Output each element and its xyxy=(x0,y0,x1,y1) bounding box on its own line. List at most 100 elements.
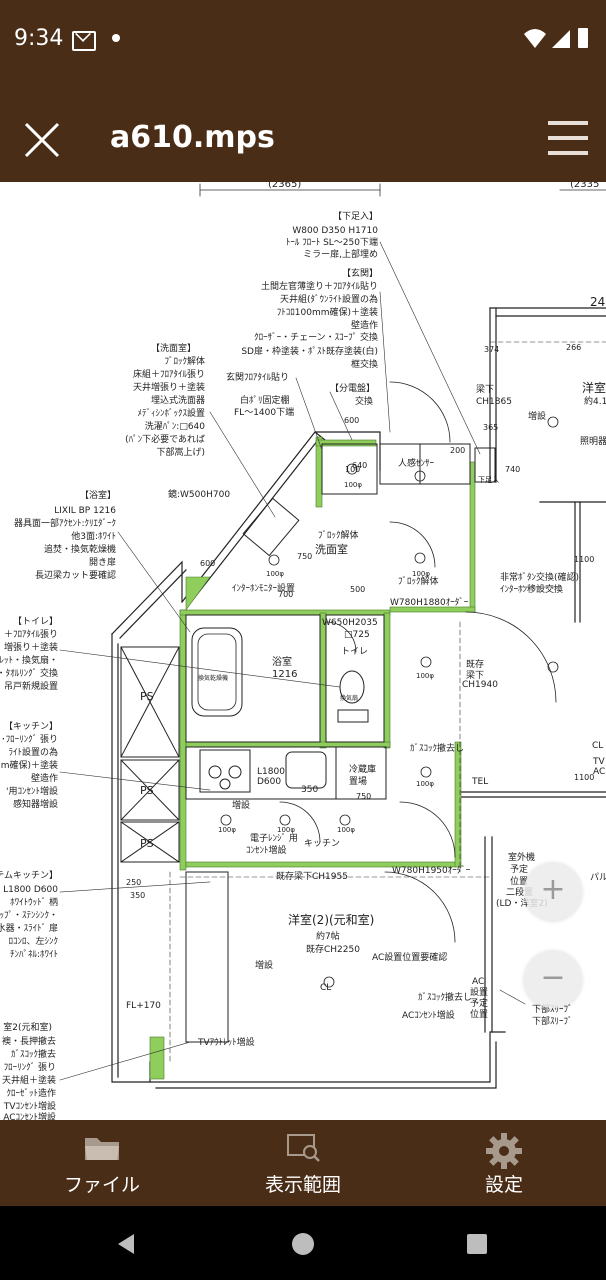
label-cl: CL xyxy=(592,741,603,751)
zoom-out-button[interactable]: − xyxy=(524,950,582,1008)
dl-8: 100φ xyxy=(337,826,355,834)
note-toilet-3: ｼｭﾚｯﾄ・換気扇・ xyxy=(0,654,58,666)
dim-500: 500 xyxy=(350,585,365,594)
label-zosetsu: 増設 xyxy=(255,959,273,971)
note-toilet-1: ＋ﾌﾛｱﾀｲﾙ張り xyxy=(4,629,58,640)
room-yoku: 浴室 xyxy=(272,655,292,668)
note-kitchen-1: ･ﾌﾛｰﾘﾝｸﾞ 張り xyxy=(1,734,58,745)
label-kison-1: 梁下 xyxy=(466,669,484,681)
label-beam-1: CH1865 xyxy=(476,397,512,407)
label-ac-setti: AC設置位置要確認 xyxy=(372,951,447,963)
floor-plan-viewer[interactable]: (2365) (2335 24 PS PS P xyxy=(0,182,606,1120)
note-senmen-2: 床組＋ﾌﾛｱﾀｲﾙ張り xyxy=(133,368,205,380)
zoom-in-button[interactable]: + xyxy=(524,862,582,920)
note-sys-3: ｯﾌﾟ・ｽﾃﾝｼﾝｸ・ xyxy=(0,910,58,921)
label-interphone: ｲﾝﾀｰﾎﾝﾓﾆﾀｰ設置 xyxy=(232,582,295,594)
dl-4: 100φ xyxy=(416,780,434,788)
status-bar: 9:34 xyxy=(0,0,606,80)
note-sys-2: ﾎﾜｲﾄｳｯﾄﾞ 柄 xyxy=(10,896,58,908)
notification-dot-icon xyxy=(112,34,120,42)
room-toire: トイレ xyxy=(341,647,368,657)
recents-icon[interactable] xyxy=(466,1233,488,1255)
label-l1800: L1800 xyxy=(257,767,285,777)
note-genkan-7: 框交換 xyxy=(351,358,378,370)
label-jinkan: 人感ｾﾝｻｰ xyxy=(398,457,435,469)
dim-350: 350 xyxy=(130,891,145,900)
note-kitchen-2: ﾗｲﾄ設置の為 xyxy=(8,746,58,758)
view-range-icon xyxy=(287,1134,320,1162)
dim-600: 600 xyxy=(344,416,359,425)
note-bunden-1: 交換 xyxy=(355,395,373,407)
note-genkan-3: ﾌﾄｺﾛ100mm確保)＋塗装 xyxy=(277,306,378,318)
room-yo2-size: 約7帖 xyxy=(316,930,340,942)
note-genkan-0: 【玄関】 xyxy=(342,267,378,279)
gear-icon xyxy=(486,1133,522,1169)
note-senmen-4: 埋込式洗面器 xyxy=(151,394,205,406)
note-yo2-6: TVｺﾝｾﾝﾄ増設 xyxy=(3,1100,56,1112)
tab-view-range-label: 表示範囲 xyxy=(264,1174,341,1196)
label-w650: W650H2035 xyxy=(322,618,378,628)
home-icon[interactable] xyxy=(291,1232,315,1256)
dim-top-left: (2365) xyxy=(268,182,301,190)
note-yoku-4: 追焚・換気乾燥機 xyxy=(44,543,116,555)
label-w650-sub: □725 xyxy=(344,630,370,640)
note-yo2-0: 室2(元和室) xyxy=(3,1021,52,1033)
note-senmen-1: ﾌﾞﾛｯｸ解体 xyxy=(164,355,205,367)
note-ashimoto-1: W800 D350 H1710 xyxy=(292,226,378,236)
label-beam-0: 梁下 xyxy=(476,383,494,395)
label-kison-0: 既存 xyxy=(466,658,484,670)
label-buro2: ﾌﾞﾛｯｸ解体 xyxy=(398,575,439,587)
note-shiro-0: 白ﾎﾟﾘ固定棚 xyxy=(240,394,290,406)
dim-100: 100 xyxy=(345,465,360,474)
room-reizo-2: 置場 xyxy=(349,775,367,787)
wifi-icon xyxy=(524,29,546,48)
note-yo2-4: 天井組＋塗装 xyxy=(2,1074,56,1086)
dl-6: 100φ xyxy=(218,826,236,834)
note-senmen-0: 【洗面室】 xyxy=(151,342,196,354)
label-shitsugai-2: 位置 xyxy=(510,875,528,887)
back-icon[interactable] xyxy=(114,1232,138,1256)
dim-24: 24 xyxy=(590,295,605,309)
dim-640: 640 xyxy=(352,461,367,470)
note-senmen-6: 洗濯ﾊﾟﾝ:□640 xyxy=(145,420,205,432)
ps-label-2: PS xyxy=(140,784,154,797)
label-d600: D600 xyxy=(257,777,281,787)
room-reizo: 冷蔵庫 xyxy=(349,763,376,775)
note-toilet-5: 吊戸新規設置 xyxy=(4,680,58,692)
label-ac-con: ACｺﾝｾﾝﾄ増設 xyxy=(402,1009,455,1021)
note-genkan-2: 天井組(ﾀﾞｳﾝﾗｲﾄ設置の為 xyxy=(280,293,378,305)
tab-file[interactable]: ファイル xyxy=(12,1120,192,1206)
note-sys-4: 水器・ｽﾗｲﾄﾞ 扉 xyxy=(0,922,58,934)
label-kabu-1: 下部ｽﾘｰﾌﾞ xyxy=(532,1015,573,1027)
dl-3: 100φ xyxy=(416,672,434,680)
room-yo2-ch: 既存CH2250 xyxy=(306,943,360,955)
note-ashimoto-2: ﾄｰﾙ ﾌﾛｰﾄ SL〜250下端 xyxy=(286,236,378,248)
tab-settings[interactable]: 設定 xyxy=(414,1120,594,1206)
label-gas2: ｶﾞｽｺｯｸ撤去し xyxy=(418,991,472,1003)
dim-374: 374 xyxy=(484,345,499,354)
note-yo2-1: 襖・長押撤去 xyxy=(2,1035,56,1047)
tab-settings-label: 設定 xyxy=(484,1174,523,1196)
note-senmen-8: 下部嵩上げ) xyxy=(156,446,205,458)
label-tv-ac-1: AC xyxy=(593,767,605,777)
close-icon[interactable] xyxy=(20,118,64,162)
label-acpos-1: 設置 xyxy=(470,986,488,998)
note-sys-6: ﾁﾝﾊﾟﾈﾙ:ﾎﾜｲﾄ xyxy=(10,949,58,960)
note-yoku-2: 器具面一部ｱｸｾﾝﾄ:ｸﾘｴﾀﾞｰｸ xyxy=(14,517,116,529)
label-shoto: 照明器 xyxy=(580,436,606,447)
note-ashimoto-0: 【下足入】 xyxy=(333,211,378,222)
label-kisonhari: 既存梁下CH1955 xyxy=(276,870,348,882)
note-sys-0: 【システムキッチン】 xyxy=(0,870,58,881)
label-tel: TEL xyxy=(471,777,488,787)
menu-icon[interactable] xyxy=(548,118,588,158)
ps-label-3: PS xyxy=(140,837,154,850)
mail-icon xyxy=(72,31,96,51)
note-genkan-tile: 玄関ﾌﾛｱﾀｲﾙ貼り xyxy=(226,371,289,383)
tab-view-range[interactable]: 表示範囲 xyxy=(213,1120,393,1206)
label-kanki2: 換気扇 xyxy=(340,694,358,702)
note-yoku-3: 他3面:ﾎﾜｲﾄ xyxy=(71,530,116,542)
label-denshi-0: 電子ﾚﾝｼﾞ 用 xyxy=(250,833,298,844)
room-yo1-sub: 約4.1 xyxy=(584,395,606,407)
label-kison-2: CH1940 xyxy=(462,680,498,690)
note-kitchen-4: 壁造作 xyxy=(31,772,58,784)
